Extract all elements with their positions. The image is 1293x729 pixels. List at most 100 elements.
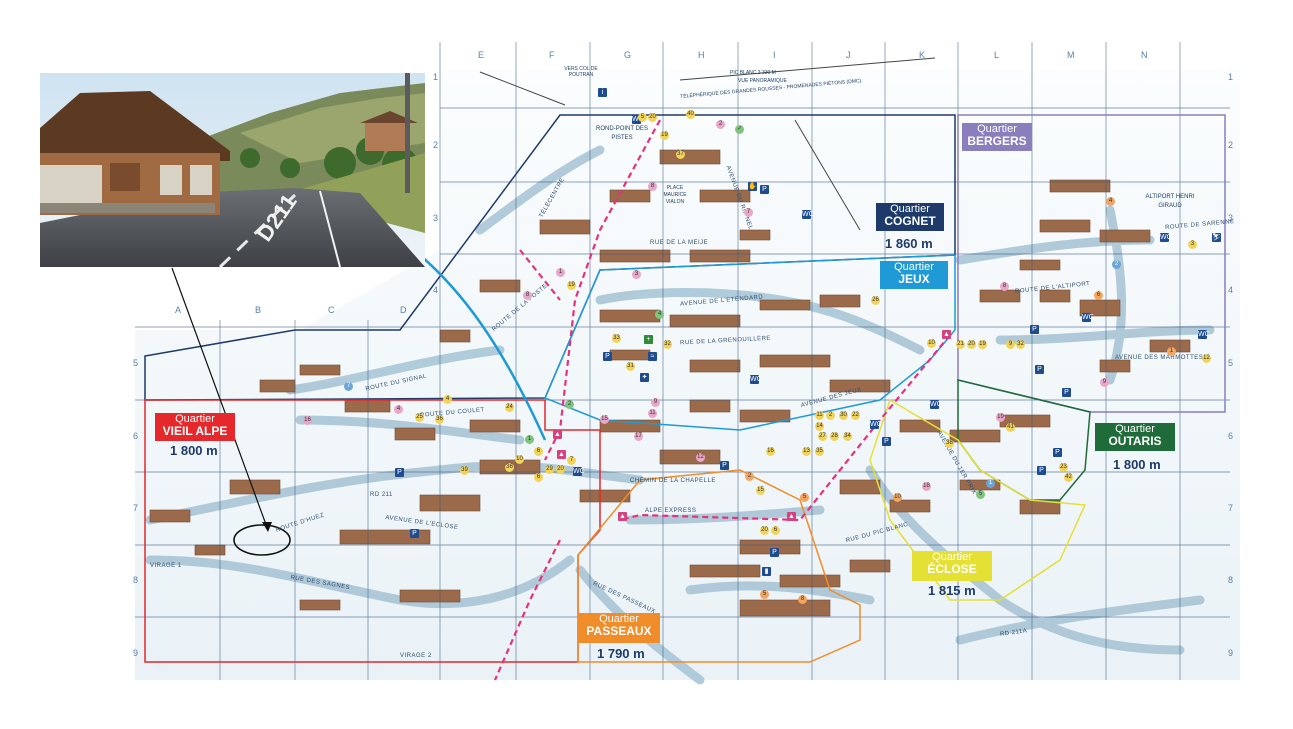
parking-icon: P	[770, 548, 779, 557]
col-label-k: K	[919, 50, 926, 60]
alpe-express-line	[619, 334, 951, 522]
row-label-2-right: 2	[1228, 140, 1234, 150]
wc-icon: WC	[1198, 330, 1210, 339]
parking-icon: P	[760, 185, 769, 194]
marker: 3	[632, 270, 641, 279]
poi-rond-point-des-pistes: ROND-POINT DES PISTES	[596, 126, 648, 141]
col-label-d: D	[400, 305, 407, 315]
quartier-cognet-altitude: 1 860 m	[885, 236, 933, 251]
buildings	[149, 149, 1191, 617]
street-rd-211: RD 211	[370, 492, 393, 498]
marker: 5	[976, 490, 985, 499]
marker: 11	[648, 409, 657, 418]
marker: 42	[1064, 473, 1073, 482]
marker: 16	[303, 416, 312, 425]
marker: 23	[1059, 463, 1068, 472]
col-label-f: F	[549, 50, 555, 60]
quartier-outaris-line1: Quartier	[1115, 423, 1155, 435]
marker: 20	[760, 526, 769, 535]
marker: 17	[634, 432, 643, 441]
row-label-4-right: 4	[1228, 285, 1234, 295]
marker: 11	[815, 411, 824, 420]
marker: 2	[565, 400, 574, 409]
marker: 29	[545, 465, 554, 474]
col-label-n: N	[1141, 50, 1148, 60]
marker: 1	[556, 268, 565, 277]
street-avenue-des-marmottes: AVENUE DES MARMOTTES	[1115, 355, 1204, 361]
marker: 15	[756, 486, 765, 495]
quartier-outaris-name: OUTARIS	[1108, 434, 1162, 448]
marker: 8	[648, 182, 657, 191]
marker: 36	[435, 415, 444, 424]
cable-car-top	[479, 71, 566, 106]
quartier-bergers-line1: Quartier	[977, 123, 1017, 135]
marker: 31	[626, 362, 635, 371]
col-label-c: C	[328, 305, 335, 315]
marker: 37	[676, 150, 685, 159]
marker: 10	[927, 339, 936, 348]
marker: 7	[744, 208, 753, 217]
wc-icon: WC	[750, 375, 762, 384]
telecabine-station-icon: ▲	[787, 512, 796, 521]
row-label-7: 7	[133, 503, 139, 513]
eclose-outline	[869, 398, 1087, 601]
row-label-3: 3	[433, 213, 439, 223]
quartier-outaris-label: Quartier OUTARIS	[1095, 423, 1175, 451]
col-label-i: I	[773, 50, 776, 60]
street-virage-1: VIRAGE 1	[150, 563, 182, 569]
wc-icon: WC	[632, 115, 644, 124]
street-rue-de-la-meije: RUE DE LA MEIJE	[650, 240, 709, 246]
marker: 2	[826, 411, 835, 420]
quartier-passeaux-label: Quartier PASSEAUX	[578, 613, 660, 643]
quartier-bergers-label: Quartier BERGERS	[962, 123, 1032, 151]
lift-icon: ▲	[557, 450, 566, 459]
col-label-l: L	[994, 50, 1000, 60]
telecabine-line-2	[519, 249, 561, 301]
marker: 27	[818, 432, 827, 441]
marker: 25	[415, 413, 424, 422]
parking-icon: P	[1037, 466, 1046, 475]
row-label-9: 9	[133, 648, 139, 658]
passeaux-outline	[577, 469, 861, 663]
marker: 6	[1094, 291, 1103, 300]
col-label-g: G	[624, 50, 632, 60]
wc-icon: WC	[573, 467, 585, 476]
quartier-eclose-line1: Quartier	[932, 551, 972, 563]
marker: 5	[760, 590, 769, 599]
marker: 33	[612, 334, 621, 343]
marker: 9	[651, 398, 660, 407]
marker: 15	[600, 415, 609, 424]
marker: 3	[1188, 240, 1197, 249]
quartier-eclose-label: Quartier ÉCLOSE	[912, 551, 992, 581]
vieil-alpe-outline	[144, 399, 601, 663]
marker: 41	[1006, 423, 1015, 432]
bus-stop-icon: ▮	[762, 567, 771, 576]
alpe-express-line-2	[493, 539, 561, 681]
marker: 6	[771, 526, 780, 535]
quartier-outaris-altitude: 1 800 m	[1113, 457, 1161, 472]
row-label-3-right: 3	[1228, 213, 1234, 223]
row-label-7-right: 7	[1228, 503, 1234, 513]
quartier-passeaux-name: PASSEAUX	[586, 624, 652, 638]
marker: 4	[443, 395, 452, 404]
marker: 19	[996, 413, 1005, 422]
quartier-jeux-label: Quartier JEUX	[880, 261, 948, 289]
parking-icon: P	[1030, 325, 1039, 334]
quartier-cognet-label: Quartier COGNET	[876, 203, 944, 231]
row-label-6: 6	[133, 431, 139, 441]
marker: 6	[534, 447, 543, 456]
wc-icon: WC	[870, 420, 882, 429]
fitness-icon: ✋	[748, 182, 757, 191]
marker: 19	[660, 131, 669, 140]
telecabine-line	[544, 119, 661, 461]
street-chemin-de-la-chapelle: CHEMIN DE LA CHAPELLE	[630, 478, 716, 484]
marker: 24	[505, 403, 514, 412]
marker: 8	[523, 291, 532, 300]
row-label-9-right: 9	[1228, 648, 1234, 658]
poi-place-maurice-vialon: PLACE MAURICE VIALON	[663, 185, 687, 205]
marker: 2	[716, 120, 725, 129]
quartier-cognet-line1: Quartier	[890, 203, 930, 215]
marker: 22	[851, 411, 860, 420]
